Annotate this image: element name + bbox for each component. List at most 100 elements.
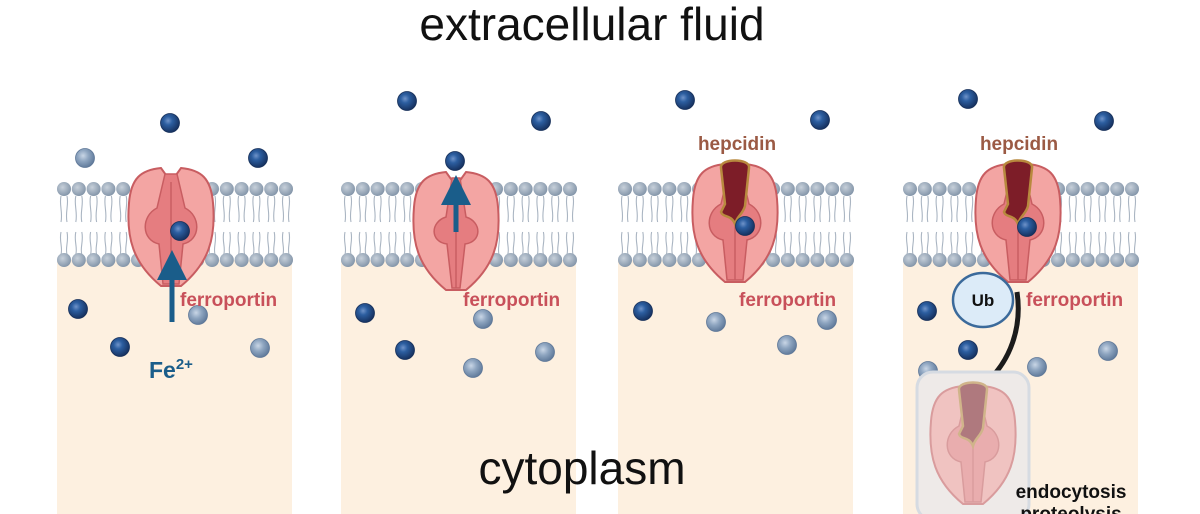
lipid-head	[840, 253, 854, 267]
iron-ions	[68, 89, 1118, 381]
fe-ion-light	[777, 335, 797, 355]
lipid-head	[1125, 182, 1139, 196]
fe-ion-dark	[958, 89, 978, 109]
ferroportin-3	[691, 159, 779, 283]
lipid-tail	[1098, 195, 1107, 255]
lipid-tail	[680, 195, 689, 255]
fe-ion-light	[75, 148, 95, 168]
fe-ion-light	[817, 310, 837, 330]
lipid-head	[932, 253, 947, 267]
fe-ion-dark	[445, 151, 465, 171]
fe-ion-light	[535, 342, 555, 362]
lipid-head	[279, 182, 293, 196]
lipid-head	[795, 182, 810, 196]
lipid-tail	[965, 195, 974, 255]
lipid-head	[662, 253, 677, 267]
lipid-head	[662, 182, 677, 196]
lipid-tail	[565, 195, 575, 255]
lipid-head	[101, 253, 116, 267]
lipid-head	[947, 253, 962, 267]
lipid-tail	[842, 195, 852, 255]
fe-ion-dark	[917, 301, 937, 321]
lipid-head	[677, 253, 692, 267]
lipid-head	[116, 182, 131, 196]
lipid-head	[205, 253, 219, 267]
fe-ion-dark	[397, 91, 417, 111]
lipid-head	[917, 182, 932, 196]
lipid-head	[57, 182, 71, 196]
lipid-head	[503, 253, 518, 267]
hepcidin-peptide	[719, 159, 751, 229]
lipid-head	[249, 182, 264, 196]
fe-ion-light	[1098, 341, 1118, 361]
lipid-tail	[650, 195, 659, 255]
lipid-tail	[119, 195, 128, 255]
lipid-tail	[521, 195, 530, 255]
lipid-tail	[281, 195, 291, 255]
lipid-tail	[388, 195, 397, 255]
lipid-head	[1095, 253, 1110, 267]
lipid-tail	[551, 195, 560, 255]
lipid-tail	[222, 195, 231, 255]
ferroportin-label-2: ferroportin	[463, 290, 560, 311]
fe-ion-light	[250, 338, 270, 358]
lipid-head	[86, 182, 101, 196]
fe-ion-light	[473, 309, 493, 329]
lipid-head	[548, 253, 563, 267]
lipid-head	[810, 253, 825, 267]
endocytosis-label: endocytosis	[1016, 482, 1127, 503]
lipid-tail	[403, 195, 412, 255]
ferroportin-label-4: ferroportin	[1026, 290, 1123, 311]
lipid-head	[780, 182, 795, 196]
lipid-head	[647, 182, 662, 196]
proteolysis-label: proteolysis	[1020, 504, 1121, 514]
fe-ion-dark	[160, 113, 180, 133]
fe-ion-dark	[958, 340, 978, 360]
fe-ion-dark	[248, 148, 268, 168]
fe-ion-light	[188, 305, 208, 325]
lipid-head	[249, 253, 264, 267]
lipid-head	[563, 253, 577, 267]
lipid-head	[1080, 253, 1095, 267]
lipid-tail	[1068, 195, 1077, 255]
lipid-tail	[1113, 195, 1122, 255]
lipid-head	[370, 253, 385, 267]
fe-ion-dark	[1094, 111, 1114, 131]
extracellular-fluid-title: extracellular fluid	[419, 0, 764, 50]
lipid-head	[518, 182, 533, 196]
lipid-head	[825, 182, 840, 196]
fe-ion-dark	[68, 299, 88, 319]
lipid-tail	[1127, 195, 1137, 255]
lipid-head	[355, 253, 370, 267]
lipid-head	[947, 182, 962, 196]
lipid-head	[766, 253, 780, 267]
fe-ion-dark	[110, 337, 130, 357]
fe-ion-label: Fe2+	[149, 356, 193, 383]
lipid-tail	[783, 195, 792, 255]
lipid-head	[1110, 253, 1125, 267]
lipid-tail	[798, 195, 807, 255]
lipid-head	[234, 182, 249, 196]
lipid-head	[932, 182, 947, 196]
lipid-head	[618, 253, 632, 267]
lipid-head	[370, 182, 385, 196]
lipid-head	[400, 182, 415, 196]
lipid-tail	[620, 195, 630, 255]
cytoplasm-panel-3	[618, 260, 853, 514]
lipid-tail	[267, 195, 276, 255]
lipid-tail	[104, 195, 113, 255]
lipid-head	[1080, 182, 1095, 196]
lipid-tail	[358, 195, 367, 255]
lipid-tail	[813, 195, 822, 255]
ferroportin-label-1: ferroportin	[180, 290, 277, 311]
lipid-head	[840, 182, 854, 196]
lipid-head	[71, 253, 86, 267]
fe-ion-dark	[810, 110, 830, 130]
lipid-tail	[59, 195, 69, 255]
lipid-head	[400, 253, 415, 267]
lipid-head	[341, 182, 355, 196]
lipid-head	[219, 182, 234, 196]
lipid-head	[279, 253, 293, 267]
